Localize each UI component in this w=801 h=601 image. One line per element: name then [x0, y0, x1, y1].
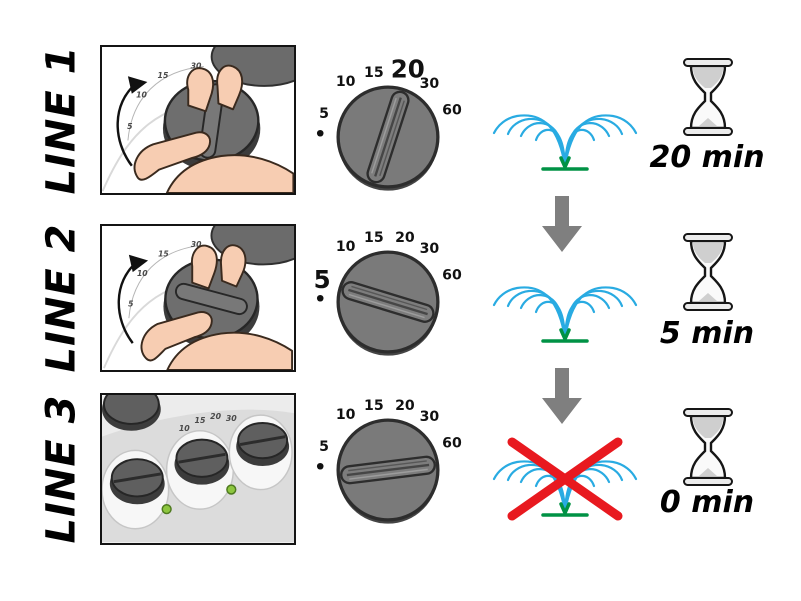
hourglass-sand-top [693, 418, 723, 438]
dial-off-dot [316, 129, 324, 137]
photo-tick-label: 10 [136, 91, 147, 100]
timer-dial-2: 5 10 15 20 30 60 [308, 222, 468, 386]
line-3-label-text: LINE 3 [38, 394, 84, 544]
photo-tick-label: 15 [158, 71, 169, 80]
dial-knob [336, 418, 440, 524]
hand-turning-knob-illustration: 5 10 15 30 [103, 226, 294, 370]
green-led-indicator [161, 504, 172, 515]
dial-handle-pointing-off [340, 455, 436, 485]
photo-hand-turning-dial-1: 5 10 15 30 [100, 45, 296, 195]
timer-dial-3: 5 10 15 20 30 60 [308, 390, 468, 554]
ground-line [541, 156, 589, 171]
dial-label-60: 60 [442, 435, 462, 451]
dial-label-30: 30 [420, 241, 440, 257]
hand [140, 244, 294, 370]
thumb [140, 311, 213, 362]
photo-tick-label: 15 [158, 250, 169, 259]
duration-label-2: 5 min [659, 316, 755, 351]
photo-hand-turning-dial-2: 5 10 15 30 [100, 224, 296, 372]
hourglass-icon [678, 58, 738, 140]
line-3-label: LINE 3 [28, 393, 94, 545]
dial-label-5: 5 [319, 106, 329, 122]
photo-tick-label: 5 [128, 300, 133, 309]
dial-label-30: 30 [420, 76, 440, 92]
dial-label-10: 10 [336, 239, 356, 255]
water-jets [492, 460, 638, 514]
line-1-label-text: LINE 1 [38, 45, 84, 195]
ground-line [541, 328, 589, 343]
duration-label-3: 0 min [659, 485, 755, 520]
photo-tick-label: 30 [191, 240, 202, 249]
duration-label-1: 20 min [649, 140, 765, 175]
photo-tick-label: 30 [226, 414, 237, 423]
dial-label-5-selected: 5 [314, 265, 331, 294]
dial-off-dot [316, 462, 324, 470]
dial-label-20: 20 [395, 398, 415, 414]
line-1-label: LINE 1 [28, 45, 94, 195]
dial-label-20-selected: 20 [391, 57, 425, 84]
dial-label-5: 5 [319, 439, 329, 455]
down-arrow-icon [540, 368, 584, 430]
sprinkler-spraying-1 [480, 90, 650, 180]
dial-label-60: 60 [442, 267, 462, 283]
dial-label-10: 10 [336, 74, 356, 90]
dial-knob [336, 85, 440, 191]
panel-knob [102, 395, 161, 431]
green-led-indicator [226, 484, 237, 495]
thumb [133, 131, 212, 181]
photo-tick-label: 30 [191, 61, 202, 70]
dial-knob [336, 250, 440, 356]
photo-tick-label: 20 [210, 412, 221, 421]
hourglass-icon [678, 408, 738, 490]
panel-knob [236, 421, 290, 467]
hourglass-sand-bottom [699, 468, 717, 476]
hand [133, 64, 294, 193]
dial-label-15: 15 [364, 398, 384, 414]
line-2-label: LINE 2 [28, 223, 94, 373]
dial-handle-pointing-20 [366, 90, 410, 184]
line-2-label-text: LINE 2 [38, 223, 84, 373]
hourglass-sand-bottom [699, 293, 717, 301]
sprinkler-off-crossed-out [480, 436, 650, 526]
dial-handle-pointing-5 [341, 281, 435, 323]
dial-label-15: 15 [364, 230, 384, 246]
dial-label-60: 60 [442, 102, 462, 118]
hourglass-sand-top [693, 243, 723, 263]
dial-off-dot [316, 294, 324, 302]
photo-tick-label: 15 [195, 416, 206, 425]
dial-label-15: 15 [364, 65, 384, 81]
dial-label-20: 20 [395, 230, 415, 246]
water-jets [492, 286, 638, 340]
timer-dial-1: 5 10 15 20 30 60 [308, 55, 468, 221]
photo-tick-label: 5 [127, 122, 132, 131]
hourglass-icon [678, 233, 738, 315]
photo-tick-label: 10 [179, 424, 190, 433]
rotate-arrow-icon [116, 76, 148, 167]
ground-line [541, 502, 589, 517]
water-jets [492, 114, 638, 168]
timer-panel-illustration: 10 15 20 30 [102, 395, 294, 543]
sprinkler-spraying-2 [480, 262, 650, 352]
hand-turning-knob-illustration: 5 10 15 30 [102, 47, 294, 193]
dial-label-30: 30 [420, 409, 440, 425]
red-cross-out-icon [507, 437, 623, 521]
panel-knob [109, 458, 165, 505]
photo-timer-panel-off: 10 15 20 30 [100, 393, 296, 545]
panel-knob [174, 438, 230, 485]
hourglass-sand-bottom [699, 118, 717, 126]
dial-label-10: 10 [336, 407, 356, 423]
down-arrow-icon [540, 196, 584, 258]
photo-tick-label: 10 [137, 269, 148, 278]
hourglass-sand-top [693, 68, 723, 88]
